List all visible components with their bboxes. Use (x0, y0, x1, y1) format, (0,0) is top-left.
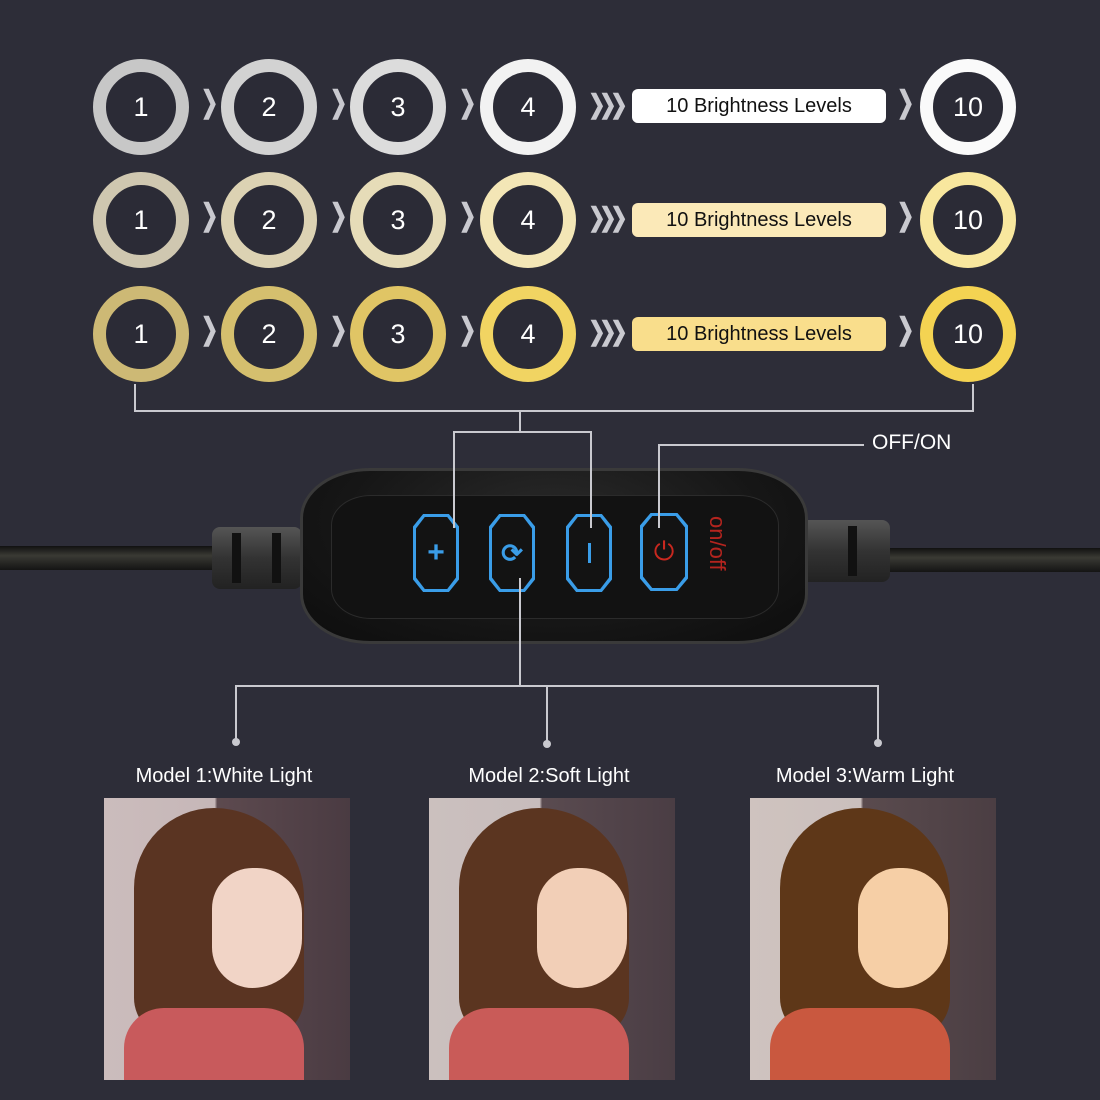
level-number: 4 (520, 318, 536, 349)
model2-label: Model 2:Soft Light (468, 765, 630, 787)
minus-leg-top (590, 432, 592, 528)
model1-label: Model 1:White Light (135, 765, 313, 787)
plus-minus-bracket (453, 431, 592, 433)
chevron-right-icon: ❯ (896, 86, 915, 119)
level-number: 2 (261, 204, 277, 235)
ring-level-2: 2 (221, 172, 317, 268)
plus-icon: + (427, 536, 445, 569)
plus-leg-top (453, 432, 455, 528)
jacket (124, 1008, 304, 1080)
model2-dot (543, 740, 551, 748)
ring-level-10: 10 (920, 59, 1016, 155)
brightness-levels-pill: 10 Brightness Levels (632, 89, 886, 123)
chevron-right-icon: ❯ (458, 199, 477, 232)
pill-label: 10 Brightness Levels (666, 208, 852, 231)
ring-level-4: 4 (480, 172, 576, 268)
ring-level-4: 4 (480, 59, 576, 155)
model1-photo (104, 798, 350, 1080)
ring-level-3: 3 (350, 59, 446, 155)
mode-stem (519, 578, 521, 686)
bracket-horizontal (134, 410, 974, 412)
level-number: 4 (520, 204, 536, 235)
power-callout-horizontal (658, 444, 864, 446)
plus-button[interactable]: + (413, 514, 459, 592)
chevron-right-icon: ❯ (896, 199, 915, 232)
level-number: 10 (952, 91, 984, 122)
level-number: 1 (133, 91, 149, 122)
cable-left (0, 546, 216, 570)
chevron-right-icon: ❯ (458, 313, 477, 346)
level-number: 10 (952, 318, 984, 349)
brightness-row-warm: 1 ❯ 2 ❯ 3 ❯ 4 ❯❯❯ 10 Brightness Levels ❯… (0, 286, 1100, 382)
level-number: 1 (133, 204, 149, 235)
model1-dot (232, 738, 240, 746)
brightness-levels-pill: 10 Brightness Levels (632, 203, 886, 237)
remote-panel (331, 495, 779, 619)
bracket-right-leg (972, 384, 974, 412)
chevron-right-icon: ❯ (200, 199, 219, 232)
models-bracket (235, 685, 879, 687)
model3-photo (750, 798, 996, 1080)
ring-level-1: 1 (93, 59, 189, 155)
chevron-right-icon: ❯ (896, 313, 915, 346)
ring-level-4: 4 (480, 286, 576, 382)
face (858, 868, 948, 988)
mode-button[interactable]: ⟳ (489, 514, 535, 592)
ring-level-1: 1 (93, 172, 189, 268)
ring-level-1: 1 (93, 286, 189, 382)
model3-label: Model 3:Warm Light (775, 765, 955, 787)
ring-level-3: 3 (350, 286, 446, 382)
inline-remote-controller (300, 468, 808, 644)
ring-level-10: 10 (920, 172, 1016, 268)
model2-leg (546, 685, 548, 741)
strain-relief-left (212, 527, 302, 589)
chevron-right-icon: ❯ (329, 199, 348, 232)
triple-chevron-icon: ❯❯❯ (588, 89, 628, 119)
ring-level-3: 3 (350, 172, 446, 268)
level-number: 10 (952, 204, 984, 235)
face (212, 868, 302, 988)
jacket (449, 1008, 629, 1080)
cable-right (890, 548, 1100, 572)
power-button[interactable]: ⏻ (640, 513, 688, 591)
cycle-icon: ⟳ (501, 537, 523, 568)
power-leg-top (658, 444, 660, 528)
bracket-left-leg (134, 384, 136, 412)
chevron-right-icon: ❯ (458, 86, 477, 119)
level-number: 4 (520, 91, 536, 122)
level-number: 3 (390, 91, 406, 122)
chevron-right-icon: ❯ (200, 313, 219, 346)
triple-chevron-icon: ❯❯❯ (588, 202, 628, 232)
power-callout-label: OFF/ON (872, 431, 952, 454)
pill-label: 10 Brightness Levels (666, 94, 852, 117)
jacket (770, 1008, 950, 1080)
level-number: 2 (261, 318, 277, 349)
on-off-label: on/off (705, 516, 730, 571)
chevron-right-icon: ❯ (200, 86, 219, 119)
model3-leg (877, 685, 879, 740)
power-icon: ⏻ (653, 536, 675, 566)
brightness-row-soft: 1 ❯ 2 ❯ 3 ❯ 4 ❯❯❯ 10 Brightness Levels ❯… (0, 172, 1100, 268)
level-number: 3 (390, 318, 406, 349)
level-number: 1 (133, 318, 149, 349)
brightness-row-white: 1 ❯ 2 ❯ 3 ❯ 4 ❯❯❯ 10 Brightness Levels ❯… (0, 59, 1100, 155)
ring-level-2: 2 (221, 59, 317, 155)
model1-leg (235, 685, 237, 739)
model2-photo (429, 798, 675, 1080)
chevron-right-icon: ❯ (329, 86, 348, 119)
minus-icon (587, 543, 591, 563)
ring-level-2: 2 (221, 286, 317, 382)
ring-level-10: 10 (920, 286, 1016, 382)
level-number: 3 (390, 204, 406, 235)
bracket-stem (519, 410, 521, 432)
minus-button[interactable] (566, 514, 612, 592)
pill-label: 10 Brightness Levels (666, 322, 852, 345)
triple-chevron-icon: ❯❯❯ (588, 316, 628, 346)
model3-dot (874, 739, 882, 747)
chevron-right-icon: ❯ (329, 313, 348, 346)
face (537, 868, 627, 988)
brightness-levels-pill: 10 Brightness Levels (632, 317, 886, 351)
level-number: 2 (261, 91, 277, 122)
strain-relief-right (800, 520, 890, 582)
